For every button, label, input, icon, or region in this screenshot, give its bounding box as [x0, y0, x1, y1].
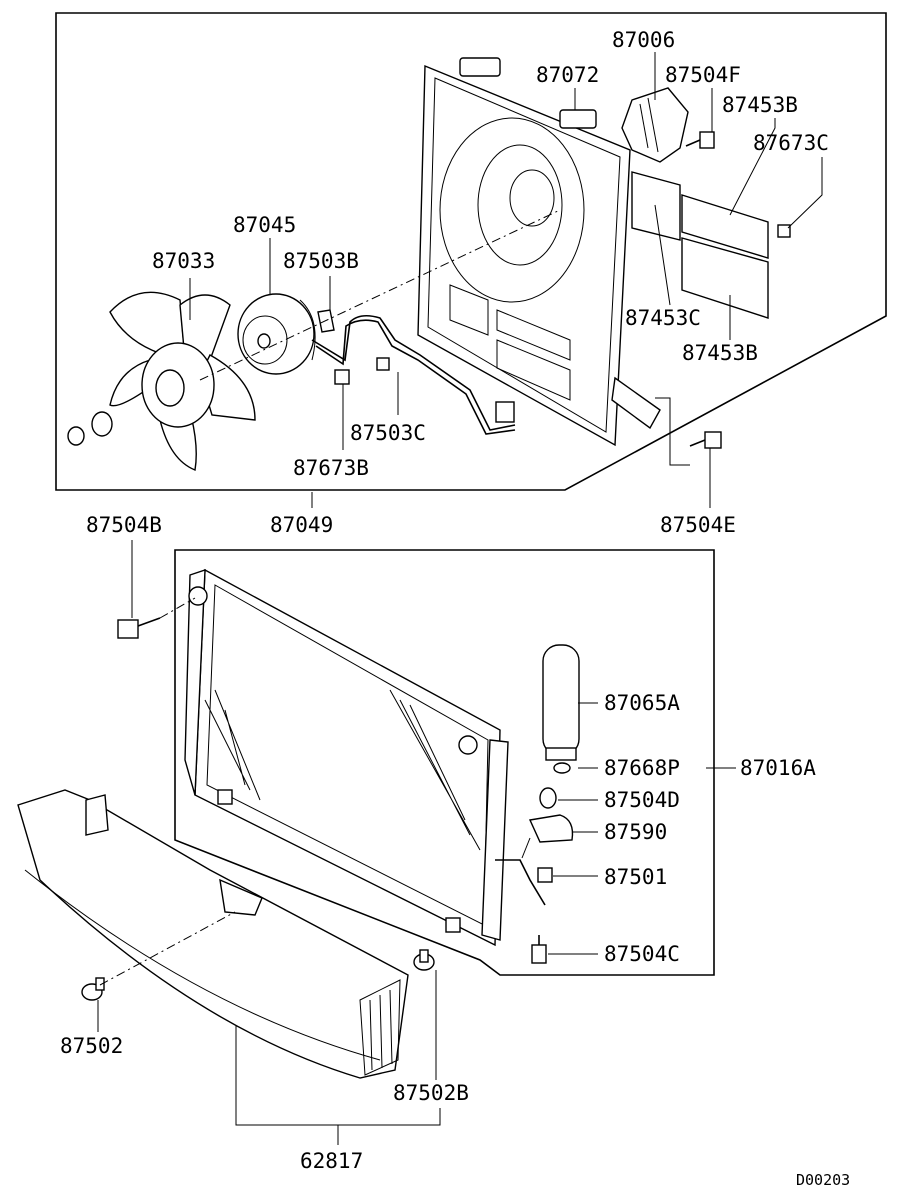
air-guide-panel: [17, 789, 409, 1079]
label-87504f: 87504F: [665, 63, 741, 87]
fan-blade: [67, 291, 256, 471]
label-87502b: 87502B: [393, 1081, 469, 1105]
condenser-core: [184, 568, 546, 947]
label-87502: 87502: [60, 1034, 123, 1058]
label-87504b: 87504B: [86, 513, 162, 537]
label-87033: 87033: [152, 249, 215, 273]
label-87453b-bottom: 87453B: [682, 341, 758, 365]
clip-87502: [81, 977, 105, 1001]
label-87006: 87006: [612, 28, 675, 52]
label-87453c: 87453C: [625, 306, 701, 330]
clip-87501: [537, 867, 553, 883]
fan-shroud: [417, 57, 661, 447]
label-87453b-top: 87453B: [722, 93, 798, 117]
fan-motor-cover: [621, 87, 689, 163]
label-87504d: 87504D: [604, 788, 680, 812]
bolt-87504b: [117, 617, 161, 639]
wiring-harness: [311, 309, 516, 435]
label-87503b: 87503B: [283, 249, 359, 273]
part-labels: 87006 87072 87504F 87453B 87673C 87045 8…: [60, 28, 850, 1187]
label-87501: 87501: [604, 865, 667, 889]
receiver-drier: [542, 644, 580, 774]
bolt-87504e: [655, 397, 722, 466]
fan-assembly-boundary: [55, 12, 887, 491]
label-87072: 87072: [536, 63, 599, 87]
label-87673b: 87673B: [293, 456, 369, 480]
diagram-code: D00203: [796, 1171, 850, 1187]
label-87504e: 87504E: [660, 513, 736, 537]
label-62817: 62817: [300, 1149, 363, 1173]
insulation-plates: [631, 171, 769, 319]
bolt-87504c: [531, 935, 547, 964]
leader-lines: [97, 52, 823, 1145]
label-87503c: 87503C: [350, 421, 426, 445]
clip-87502b: [413, 949, 435, 971]
plug-87504d: [539, 787, 557, 809]
label-87065a: 87065A: [604, 691, 680, 715]
label-87668p: 87668P: [604, 756, 680, 780]
label-87590: 87590: [604, 820, 667, 844]
label-87504c: 87504C: [604, 942, 680, 966]
bracket-87590: [521, 814, 574, 859]
bolt-87504f: [685, 131, 715, 149]
label-87049: 87049: [270, 513, 333, 537]
label-87016a: 87016A: [740, 756, 816, 780]
condenser-boundary: [174, 549, 715, 976]
label-87045: 87045: [233, 213, 296, 237]
label-87673c: 87673C: [753, 131, 829, 155]
clip-87673c: [777, 224, 791, 238]
fan-motor: [237, 293, 316, 375]
